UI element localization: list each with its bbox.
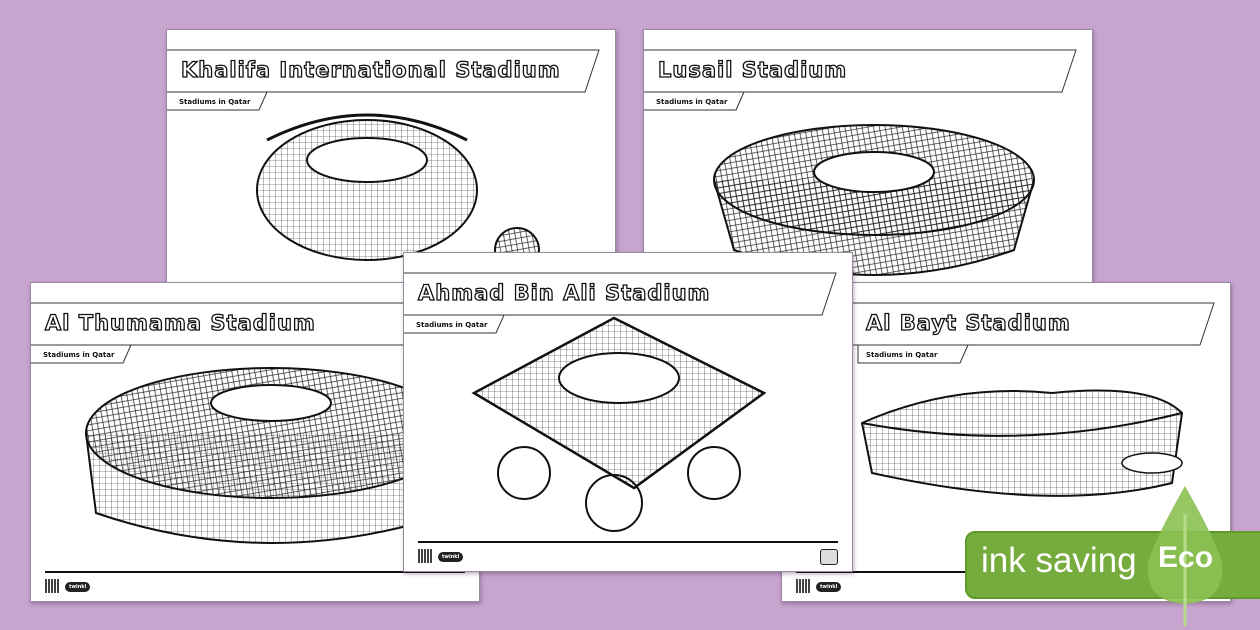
title-frame <box>782 302 1215 364</box>
footer-rule <box>418 541 838 543</box>
page-subtitle: Stadiums in Qatar <box>416 321 488 329</box>
qr-code <box>418 549 432 563</box>
leaf-icon <box>1147 486 1223 626</box>
eco-badge-text: ink saving <box>981 541 1137 580</box>
stadium-drawing <box>860 389 1184 497</box>
page-title: Al Thumama Stadium <box>44 310 316 335</box>
twinkl-logo: twinkl <box>438 552 464 562</box>
seal-icon <box>820 549 838 565</box>
worksheet-ahmad-bin-ali: Ahmad Bin Ali Stadium Stadiums in Qatar … <box>403 252 853 572</box>
page-title: Ahmad Bin Ali Stadium <box>417 280 711 305</box>
page-title: Lusail Stadium <box>657 57 848 82</box>
footer-rule <box>45 571 465 573</box>
stadium-drawing <box>471 316 767 532</box>
page-subtitle: Stadiums in Qatar <box>43 351 115 359</box>
twinkl-logo: twinkl <box>65 582 91 592</box>
qr-code <box>45 579 59 593</box>
page-subtitle: Stadiums in Qatar <box>656 98 728 106</box>
page-subtitle: Stadiums in Qatar <box>866 351 938 359</box>
stadium-drawing <box>256 113 540 273</box>
page-title: Khalifa International Stadium <box>180 57 561 82</box>
qr-code <box>796 579 810 593</box>
page-subtitle: Stadiums in Qatar <box>179 98 251 106</box>
stadium-drawing <box>713 124 1035 276</box>
stadium-drawing <box>85 367 457 544</box>
twinkl-logo: twinkl <box>816 582 842 592</box>
eco-label: Eco <box>1158 541 1214 574</box>
page-title: Al Bayt Stadium <box>865 310 1071 335</box>
